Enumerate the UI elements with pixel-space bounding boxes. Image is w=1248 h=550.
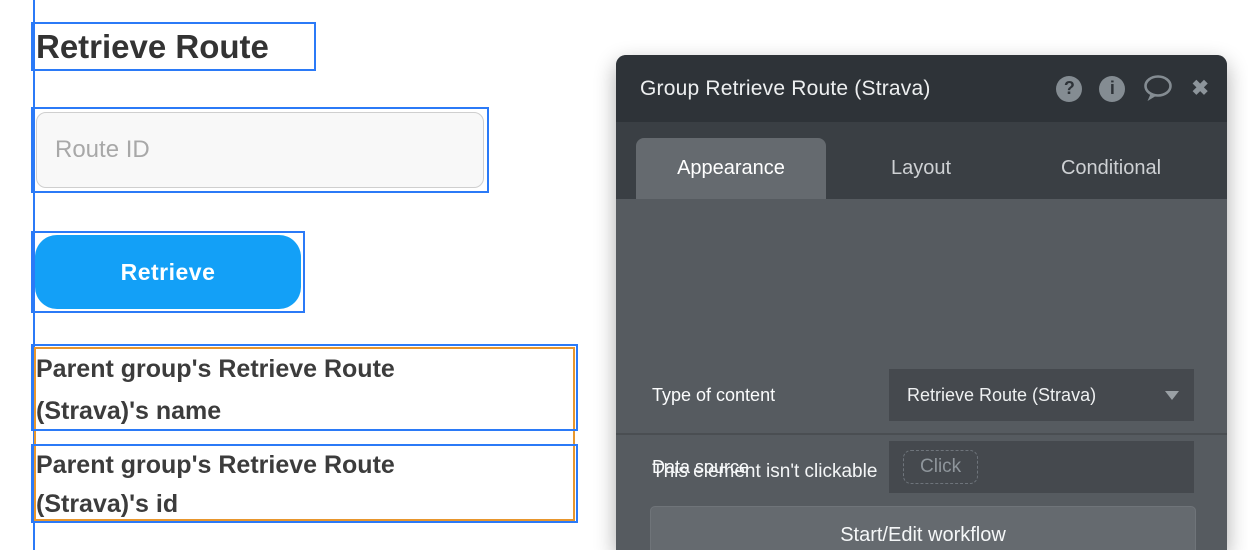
heading-text: Retrieve Route [36,28,269,65]
not-clickable-label: This element isn't clickable [652,461,878,482]
tab-layout[interactable]: Layout [890,157,952,179]
text-element-route-name[interactable]: Parent group's Retrieve Route (Strava)'s… [31,344,578,431]
heading-element[interactable]: Retrieve Route [31,22,316,71]
retrieve-button[interactable]: Retrieve [35,235,301,309]
chevron-down-icon [1165,391,1179,400]
text-line: Parent group's Retrieve Route [36,451,395,479]
route-id-input[interactable] [36,112,484,188]
panel-title: Group Retrieve Route (Strava) [640,77,931,100]
type-of-content-label: Type of content [652,384,776,405]
comment-icon[interactable] [1142,74,1174,104]
info-icon[interactable]: i [1099,75,1126,102]
type-of-content-value: Retrieve Route (Strava) [907,384,1097,405]
data-source-label: Data source [652,456,750,477]
clickable-checkbox[interactable] [1164,458,1192,486]
text-element-route-id[interactable]: Parent group's Retrieve Route (Strava)'s… [31,444,578,523]
tab-conditional[interactable]: Conditional [1060,157,1162,179]
tab-appearance[interactable]: Appearance [636,138,826,199]
group-bounds-outline [34,347,575,521]
panel-header-icons: ? i ✖ [1056,55,1209,122]
property-editor-panel: Group Retrieve Route (Strava) ? i ✖ Appe… [616,55,1227,550]
type-of-content-dropdown[interactable]: Retrieve Route (Strava) [889,369,1194,421]
retrieve-button-element[interactable]: Retrieve [31,231,305,313]
section-divider [616,433,1227,435]
panel-body: Type of content Retrieve Route (Strava) … [616,199,1227,550]
text-line: (Strava)'s name [36,397,222,425]
route-id-element[interactable] [31,107,489,193]
start-edit-workflow-button[interactable]: Start/Edit workflow [650,506,1196,550]
page-boundary-line [33,0,35,550]
panel-tab-bar: Appearance Layout Conditional [616,122,1227,199]
data-source-field[interactable]: Click [889,441,1194,493]
text-line: Parent group's Retrieve Route [36,355,395,383]
help-icon[interactable]: ? [1056,75,1083,102]
text-line: (Strava)'s id [36,490,179,518]
data-source-click-chip[interactable]: Click [903,450,979,484]
panel-header[interactable]: Group Retrieve Route (Strava) ? i ✖ [616,55,1227,122]
close-icon[interactable]: ✖ [1191,77,1209,100]
